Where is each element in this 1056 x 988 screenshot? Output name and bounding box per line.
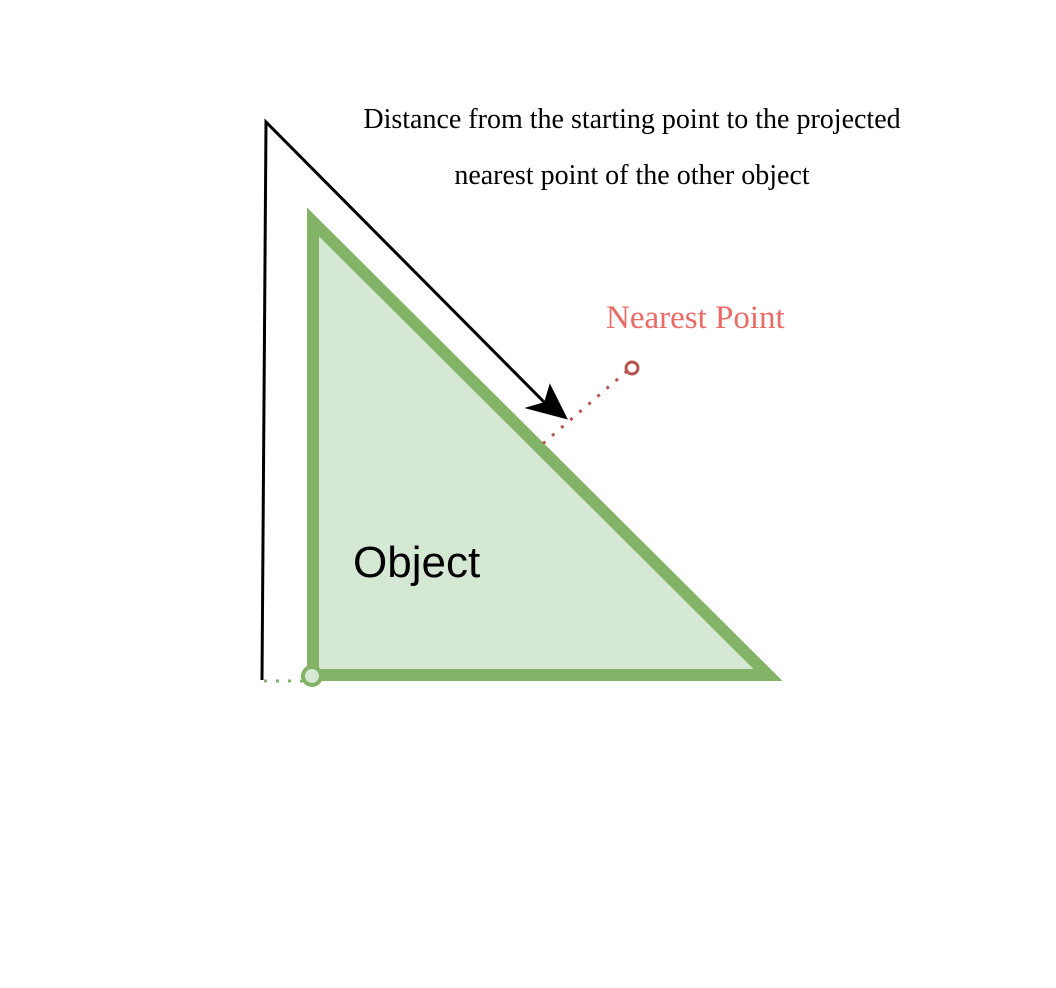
nearest-point-label: Nearest Point	[606, 300, 785, 336]
object-label: Object	[353, 538, 481, 587]
nearest-point-marker	[624, 360, 640, 376]
projection-line	[538, 369, 628, 449]
start-point-marker	[301, 665, 323, 687]
object-triangle	[307, 207, 783, 681]
distance-label-line-2: nearest point of the other object	[454, 160, 810, 191]
distance-label-line-1: Distance from the starting point to the …	[363, 104, 901, 135]
distance-path	[260, 118, 548, 681]
distance-arrowhead	[524, 383, 568, 420]
